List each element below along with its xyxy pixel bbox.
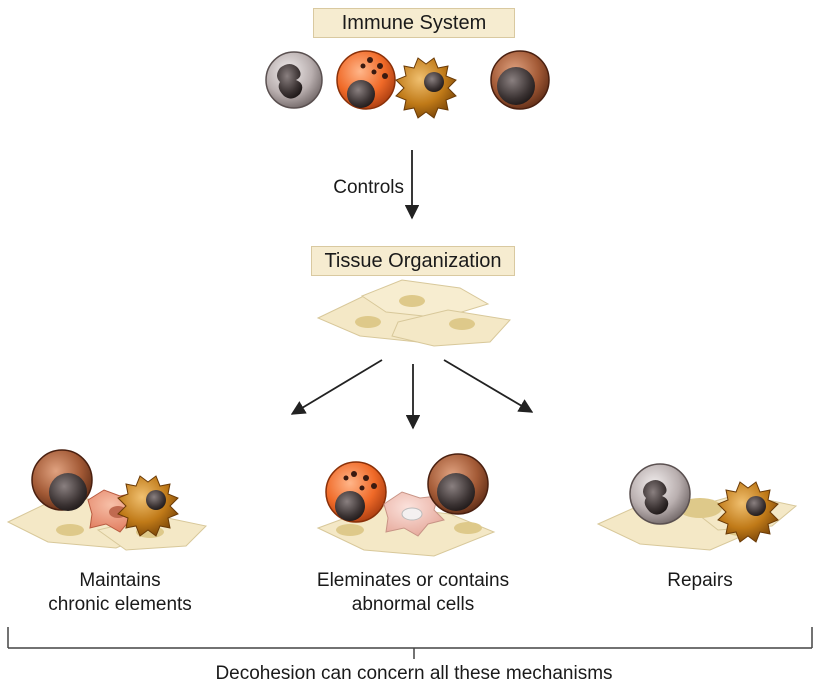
lymphocyte-cell-icon bbox=[265, 51, 323, 109]
tissue-organization-label: Tissue Organization bbox=[311, 246, 515, 276]
repairs-cells-illustration bbox=[596, 463, 798, 551]
monocyte-cell-icon bbox=[490, 50, 550, 110]
footer-caption: Decohesion can concern all these mechani… bbox=[215, 663, 613, 684]
maintains-cells-illustration bbox=[6, 449, 208, 551]
outcome-repairs-label: Repairs bbox=[667, 570, 733, 591]
granulocyte-cell-icon bbox=[336, 50, 396, 110]
epithelial-tissue-icon bbox=[316, 279, 511, 347]
controls-label: Controls bbox=[333, 177, 404, 198]
macrophage-cell-icon bbox=[395, 57, 457, 119]
outcome-eliminates-label: Eleminates or contains abnormal cells bbox=[316, 570, 510, 615]
branch-arrow-left bbox=[290, 359, 383, 415]
eliminates-cells-illustration bbox=[316, 453, 496, 557]
immune-system-label: Immune System bbox=[313, 8, 515, 38]
branch-arrow-right bbox=[443, 359, 534, 413]
grouping-bracket bbox=[7, 627, 813, 659]
outcome-maintains-label: Maintains chronic elements bbox=[48, 570, 192, 615]
